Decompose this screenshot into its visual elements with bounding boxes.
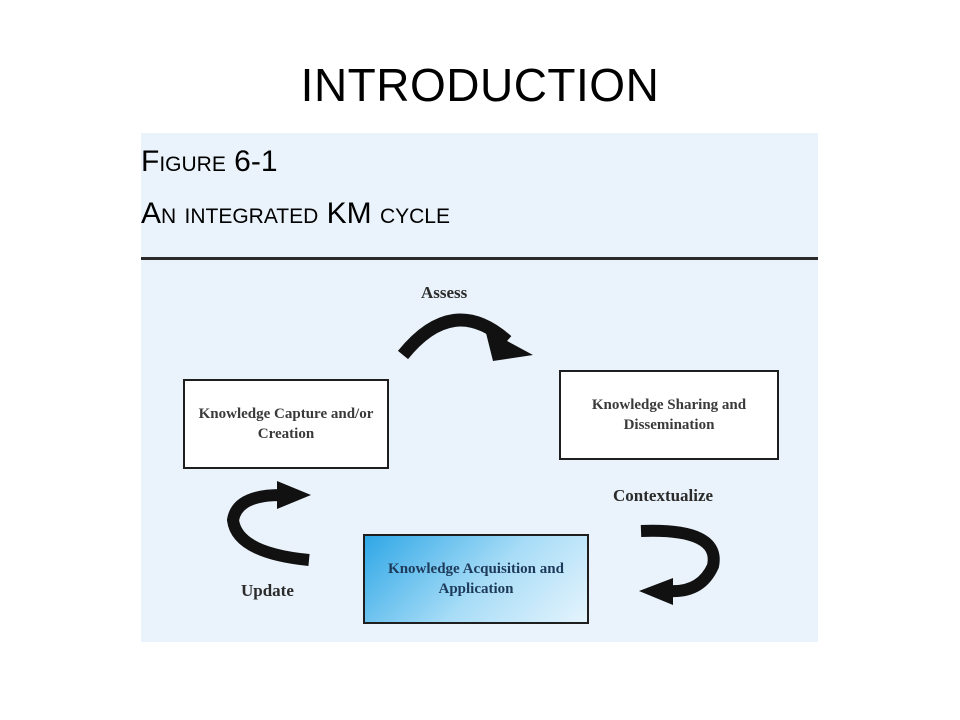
cycle-arrows <box>226 313 720 605</box>
node-knowledge-capture: Knowledge Capture and/or Creation <box>183 379 389 469</box>
figure-panel: Figure 6-1 An integrated KM cycle Knowle… <box>141 133 818 642</box>
figure-caption: An integrated KM cycle <box>141 197 450 230</box>
node-knowledge-capture-label: Knowledge Capture and/or Creation <box>198 406 374 442</box>
contextualize-arrow-icon <box>639 524 720 605</box>
node-knowledge-acquisition: Knowledge Acquisition and Application <box>363 534 589 624</box>
step-contextualize: Contextualize <box>613 486 714 505</box>
node-knowledge-acquisition-label: Knowledge Acquisition and Application <box>388 561 564 597</box>
figure-divider <box>141 257 818 260</box>
step-update: Update <box>241 581 294 600</box>
update-arrow-icon <box>226 481 311 566</box>
figure-number: Figure 6-1 <box>141 145 278 178</box>
node-knowledge-sharing: Knowledge Sharing and Dissemination <box>559 370 779 460</box>
node-knowledge-sharing-label: Knowledge Sharing and Dissemination <box>591 397 747 433</box>
step-assess: Assess <box>421 283 468 302</box>
assess-arrow-icon <box>397 313 533 361</box>
slide-title: INTRODUCTION <box>300 59 660 111</box>
